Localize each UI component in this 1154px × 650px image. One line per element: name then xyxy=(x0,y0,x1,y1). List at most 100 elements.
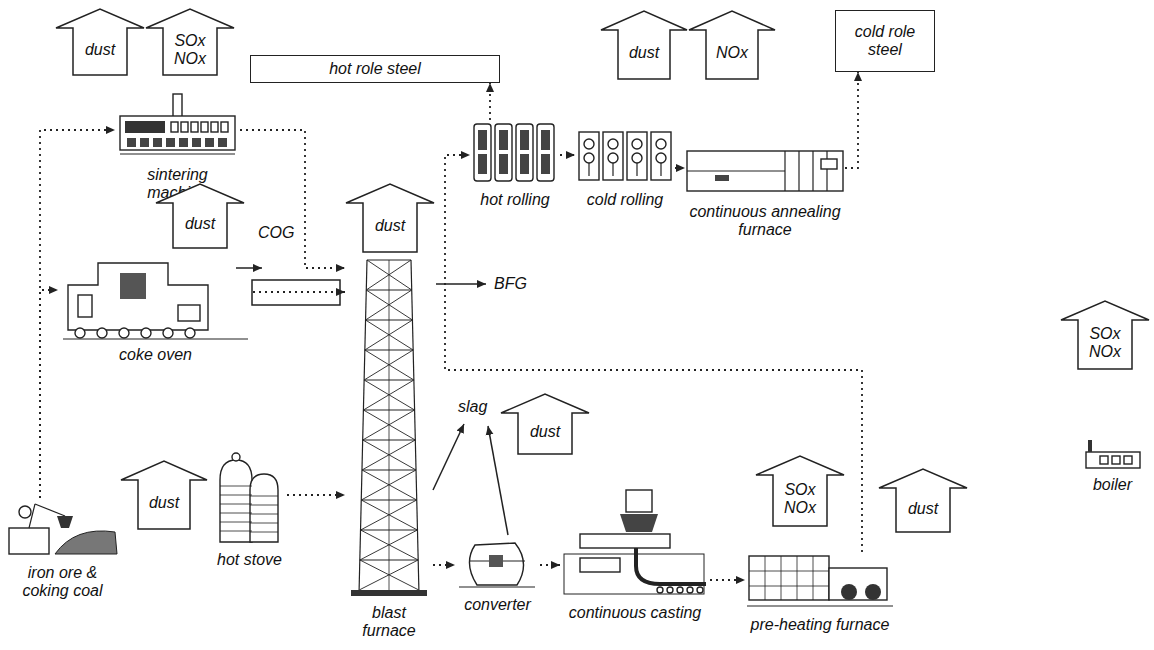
equipment: boiler xyxy=(1080,440,1145,494)
equipment-caption: hot stove xyxy=(212,551,287,569)
equipment-drawing xyxy=(575,128,675,185)
arrow-outline xyxy=(56,9,144,75)
flow-connector xyxy=(560,154,575,156)
equipment: continuous casting xyxy=(560,488,710,622)
emission-text: dust xyxy=(621,44,667,62)
equipment-caption: boiler xyxy=(1080,476,1145,494)
equipment: cold rolling xyxy=(575,128,675,209)
arrow-outline xyxy=(756,456,844,526)
emission-text: dust xyxy=(899,500,947,518)
equipment: coke oven xyxy=(58,255,253,364)
equipment-caption: converter xyxy=(455,596,540,614)
flow-connector xyxy=(540,564,560,566)
gas-label: slag xyxy=(456,398,489,416)
sinter-illustration xyxy=(120,94,235,154)
equipment: pre-heating furnace xyxy=(745,552,895,634)
equipment-drawing xyxy=(212,450,287,545)
emission-text: dust xyxy=(521,423,569,441)
equipment-drawing xyxy=(345,258,433,598)
equipment-drawing xyxy=(685,145,845,197)
equipment-drawing xyxy=(455,535,540,590)
flow-connector xyxy=(40,290,58,498)
stove-illustration xyxy=(220,453,278,542)
emission-arrow: dust xyxy=(155,183,245,249)
arrow-outline xyxy=(689,11,775,79)
flow-connector xyxy=(445,155,862,552)
emission-text: SOx NOx xyxy=(1081,325,1129,361)
emission-text: dust xyxy=(141,494,187,512)
gas-label: BFG xyxy=(492,275,529,293)
product-text: cold role steel xyxy=(842,23,928,59)
flow-connector xyxy=(287,494,345,496)
emission-arrow: SOx NOx xyxy=(1060,300,1150,370)
equipment-caption: hot rolling xyxy=(470,191,560,209)
emission-arrow: dust xyxy=(120,460,208,530)
emission-arrow: dust xyxy=(55,8,145,76)
equipment-drawing xyxy=(745,552,895,610)
equipment: hot stove xyxy=(212,450,287,569)
slag-arrow xyxy=(433,424,464,490)
equipment: hot rolling xyxy=(470,120,560,209)
arrow-outline xyxy=(121,461,207,529)
flow-connector xyxy=(433,564,455,566)
product-box: hot role steel xyxy=(250,55,500,83)
flow-connector xyxy=(253,291,345,293)
emission-arrow: SOx NOx xyxy=(145,8,235,76)
emission-arrow: dust xyxy=(500,393,590,455)
equipment: continuous annealing furnace xyxy=(685,145,845,239)
equipment: iron ore & coking coal xyxy=(5,498,120,600)
equipment-drawing xyxy=(115,92,240,160)
anneal-illustration xyxy=(687,151,843,191)
equipment-caption: cold rolling xyxy=(575,191,675,209)
flow-connector xyxy=(489,83,491,120)
arrow-outline xyxy=(346,184,434,252)
equipment-drawing xyxy=(58,255,253,340)
boiler-illustration xyxy=(1086,440,1140,468)
emission-arrow: NOx xyxy=(688,10,776,80)
equipment-drawing xyxy=(560,488,710,598)
flow-connector xyxy=(845,72,858,168)
equipment-caption: continuous annealing furnace xyxy=(685,203,845,239)
arrow-outline xyxy=(1061,301,1149,369)
slag-arrow xyxy=(488,426,508,535)
equipment: blast furnace xyxy=(345,258,433,640)
equipment-caption: coke oven xyxy=(58,346,253,364)
equipment-drawing xyxy=(1080,440,1145,470)
emission-text: dust xyxy=(366,217,414,235)
emission-arrow: SOx NOx xyxy=(755,455,845,527)
flow-connector xyxy=(240,130,345,268)
emission-text: SOx NOx xyxy=(776,481,824,517)
coldroll-illustration xyxy=(579,132,671,180)
flow-connector xyxy=(710,579,745,581)
flow-connector xyxy=(675,167,685,169)
emission-text: dust xyxy=(76,41,124,59)
blast-illustration xyxy=(351,260,427,596)
arrow-outline xyxy=(601,11,687,79)
equipment-drawing xyxy=(5,498,120,558)
conv-illustration xyxy=(459,543,535,587)
hotroll-illustration xyxy=(474,124,554,181)
equipment-drawing xyxy=(470,120,560,185)
arrow-outline xyxy=(879,469,967,532)
equipment-caption: continuous casting xyxy=(560,604,710,622)
cog-arrow xyxy=(236,267,262,269)
product-text: hot role steel xyxy=(329,60,421,78)
arrow-outline xyxy=(501,394,589,454)
equipment-caption: iron ore & coking coal xyxy=(5,564,120,600)
equipment-caption: blast furnace xyxy=(345,604,433,640)
arrow-outline xyxy=(146,9,234,75)
emission-arrow: dust xyxy=(345,183,435,253)
preheat-illustration xyxy=(747,556,893,606)
bfg-arrow xyxy=(436,283,486,285)
cast-illustration xyxy=(564,490,706,594)
equipment: sintering machine xyxy=(115,92,240,202)
product-box: cold role steel xyxy=(835,10,935,72)
ore-illustration xyxy=(9,504,117,554)
emission-arrow: dust xyxy=(600,10,688,80)
gas-label: COG xyxy=(256,224,296,242)
equipment: converter xyxy=(455,535,540,614)
emission-text: SOx NOx xyxy=(166,32,214,68)
equipment-caption: pre-heating furnace xyxy=(745,616,895,634)
emission-text: NOx xyxy=(709,44,755,62)
coke-illustration xyxy=(63,263,248,339)
